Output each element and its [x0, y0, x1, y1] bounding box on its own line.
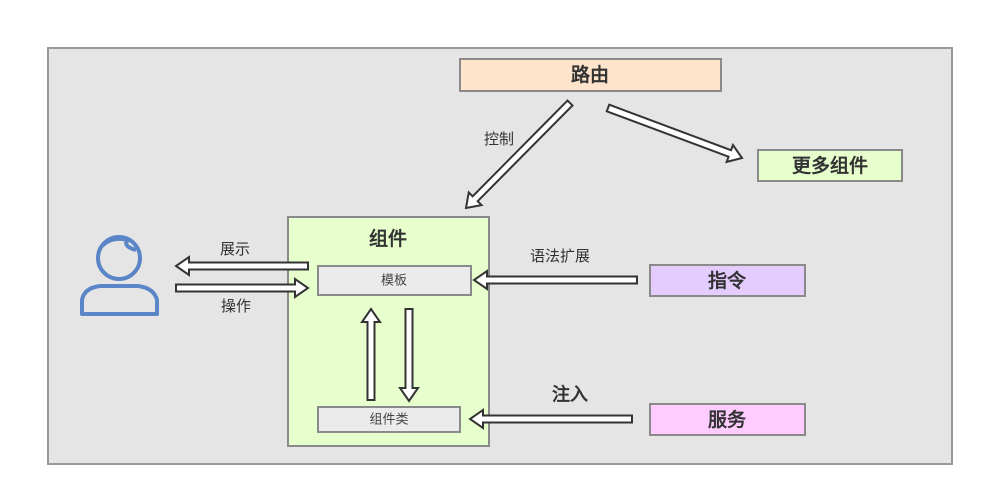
user-icon	[80, 235, 159, 316]
user-body	[80, 284, 159, 316]
arrow-display	[174, 255, 309, 277]
node-component-class: 组件类	[317, 406, 461, 433]
node-service: 服务	[649, 403, 806, 436]
component-class-label: 组件类	[369, 413, 408, 428]
arrow-operate	[175, 277, 310, 299]
arrow-template-to-class	[398, 308, 420, 403]
node-router: 路由	[459, 58, 722, 92]
service-label: 服务	[708, 408, 747, 431]
edge-label-syntax-ext: 语法扩展	[530, 247, 590, 265]
node-directive: 指令	[649, 264, 806, 297]
router-box	[459, 58, 722, 92]
arrow-class-to-template	[360, 307, 382, 401]
more-components-label: 更多组件	[792, 154, 868, 177]
component-label: 组件	[369, 227, 407, 250]
arrows	[174, 99, 744, 430]
node-more-components: 更多组件	[757, 149, 903, 182]
directive-label: 指令	[708, 269, 747, 292]
router-label: 路由	[571, 63, 609, 86]
directive-box	[649, 264, 806, 297]
edge-label-control: 控制	[484, 130, 514, 148]
arrow-router-more	[605, 103, 744, 164]
edge-label-display: 展示	[220, 240, 250, 258]
arrow-syntax-ext	[472, 269, 638, 291]
component-class-box	[317, 406, 461, 433]
template-box	[317, 265, 472, 296]
arrow-control	[464, 99, 574, 210]
more-components-box	[757, 149, 903, 182]
arrow-inject	[468, 408, 633, 430]
user-hair	[100, 236, 137, 252]
edge-label-operate: 操作	[221, 297, 251, 315]
edge-label-inject: 注入	[552, 384, 588, 406]
template-label: 模板	[381, 274, 407, 289]
canvas-background	[47, 47, 953, 465]
service-box	[649, 403, 806, 436]
node-template: 模板	[317, 265, 472, 296]
